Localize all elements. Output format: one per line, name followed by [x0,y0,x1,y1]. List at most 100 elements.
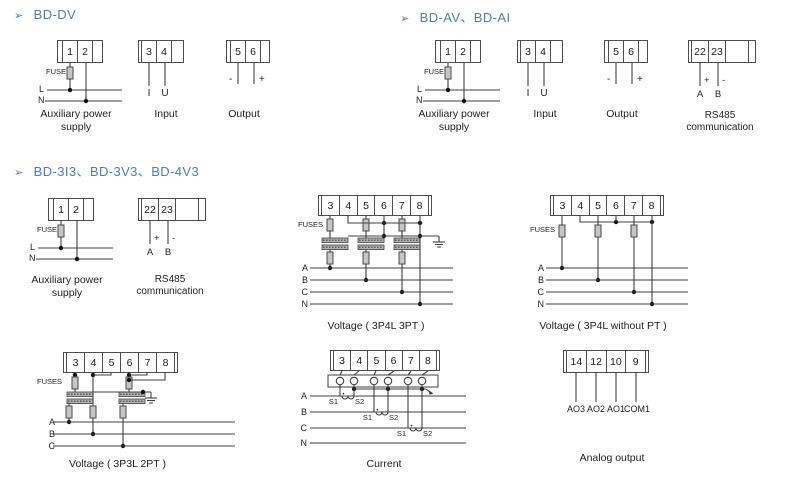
voltage-input-label: U [161,88,169,99]
section-header-bd-dv: ➢ BD-DV [14,7,76,22]
terminal-cell: 3 [553,196,572,215]
voltage-2pt-wires [53,372,235,449]
ground-symbol [144,391,158,404]
rs485-wires [149,221,169,244]
fuses-label: FUSES [298,220,324,229]
terminal-number: 5 [373,354,380,367]
terminal-cell: 22 [141,199,159,220]
diagram-caption: Output [228,108,260,120]
pt-transformer-symbol [357,237,385,251]
phase-c-label: C [537,286,545,297]
terminal-number: 23 [711,45,723,58]
terminal-cell: 5 [608,41,624,62]
terminal-number: 8 [425,354,431,367]
terminal-cell: 10 [605,351,627,372]
fuse-symbol [57,224,65,238]
terminal-block: 5 6 [604,40,648,63]
terminal-number: 1 [445,45,451,58]
diagram-caption: Auxiliary power [418,108,490,120]
terminal-number: 8 [416,199,423,212]
phase-a-label: A [300,390,307,401]
phase-b-label: B [48,428,55,439]
terminal-cell: 1 [440,41,456,62]
terminal-number: 8 [162,356,169,369]
voltage-3pt-wires [310,216,453,307]
terminal-number: 23 [161,203,173,216]
terminal-number: 7 [144,356,151,369]
diagram-bdav-rs485: 22 23 + - A B RS485 communication [680,38,764,138]
line-l-label: L [417,84,423,94]
current-wires [310,370,466,444]
terminal-number: 1 [67,45,73,58]
terminal-block: 1 2 [48,198,94,221]
output-wires [615,63,633,84]
terminal-cell: 3 [141,41,157,62]
terminal-cell: 4 [338,196,358,215]
terminal-cell: 1 [62,41,78,62]
aux-power-wires [423,63,500,104]
com1-label: COM1 [623,404,651,414]
neutral-label: N [301,298,309,309]
diagram-bdav-input: 3 4 I U Input [515,38,575,134]
rs485-a-label: A [696,89,704,100]
terminal-cell: 23 [158,199,176,220]
diagram-voltage-3p4l-without-pt: 3 4 5 6 7 8 FUSES A B C N Voltage ( 3P4L… [528,192,698,340]
terminal-cell: 7 [624,196,644,215]
fuse-symbol [66,66,74,80]
plus-label: + [259,74,265,85]
terminal-number: 3 [327,199,334,212]
diagram-caption: communication [686,122,754,133]
terminal-number: 12 [590,355,602,368]
terminal-number: 10 [610,355,622,368]
fuse-symbol [89,405,97,419]
terminal-number: 5 [613,45,619,58]
terminal-number: 4 [90,356,97,369]
diagram-bddv-aux-power: 1 2 FUSE L N Auxiliary power supply [26,38,126,134]
rs485-b-label: B [164,247,172,258]
ct-s2-label: S2 [389,413,399,422]
diagram-caption: supply [51,287,83,299]
terminal-cell: 6 [623,41,639,62]
section-header-bd-av-ai: ➢ BD-AV、BD-AI [400,7,510,26]
diagram-s3-aux-power: 1 2 FUSE L N Auxiliary power supply [17,196,117,299]
terminal-number: 22 [144,203,156,216]
terminal-number: 4 [577,199,584,212]
terminal-block: 3 4 [138,40,184,63]
minus-label: - [229,74,233,85]
terminal-cell: 2 [68,199,84,220]
terminal-cell-blank [175,199,199,220]
terminal-cell: 5 [102,353,121,372]
terminal-cell: 6 [120,353,139,372]
terminal-cell: 4 [570,196,590,215]
terminal-number: 4 [345,199,352,212]
terminal-number: 6 [628,45,634,58]
terminal-cell: 4 [535,41,551,62]
diagram-caption: supply [60,121,92,133]
line-l-label: L [39,84,45,94]
arrow-bullet-icon: ➢ [14,10,24,22]
terminal-cell: 7 [392,196,412,215]
fuse-label: FUSE [37,225,58,234]
rs485-a-label: A [146,247,154,258]
fuse-symbol [119,405,127,419]
diagram-s3-rs485: 22 23 + - A B RS485 communication [130,196,214,297]
terminal-block: 3 4 5 6 7 8 [330,350,440,371]
neutral-label: N [29,253,36,263]
diagram-current: 3 4 5 6 7 8 A B C N S1 S2 S1 S2 S1 S2 Cu… [298,348,490,478]
terminal-block: 3 4 5 6 7 8 [63,352,178,373]
terminal-cell: 8 [156,353,175,372]
terminal-number: 5 [235,45,241,58]
aux-power-wires [45,63,122,104]
ct-s1-label: S1 [328,397,338,406]
terminal-cell: 2 [455,41,471,62]
fuse-symbol [326,218,334,232]
section-title: BD-AV、BD-AI [419,10,511,25]
terminal-cell: 4 [156,41,172,62]
terminal-block: 22 23 [138,198,206,221]
ct-s1-label: S1 [362,413,372,422]
input-wires [527,63,545,86]
current-input-label: I [526,88,530,99]
terminal-number: 5 [108,356,115,369]
fuse-symbol [398,218,406,232]
